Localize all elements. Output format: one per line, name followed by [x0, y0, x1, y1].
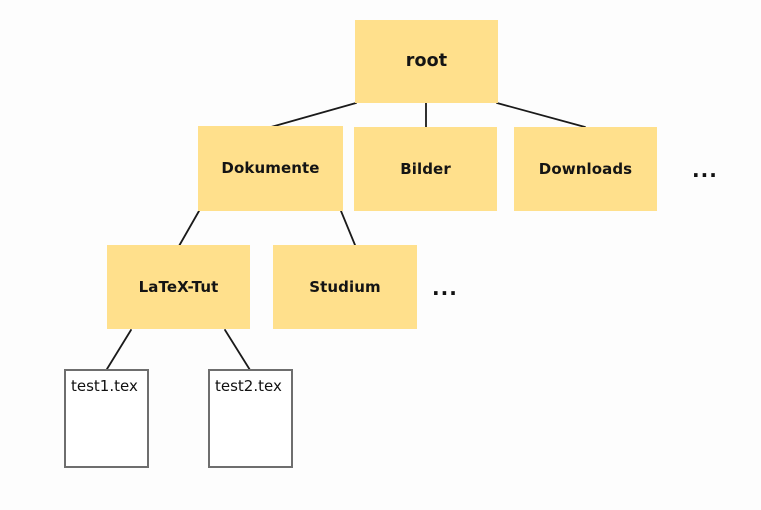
- file-node-test2[interactable]: test2.tex: [208, 369, 293, 468]
- ellipsis-level3: ...: [432, 276, 458, 300]
- node-label-latextut: LaTeX-Tut: [138, 277, 219, 296]
- ellipsis-level2: ...: [692, 158, 718, 182]
- folder-node-root[interactable]: root: [355, 20, 498, 103]
- node-label-test2: test2.tex: [215, 377, 282, 395]
- folder-node-studium[interactable]: Studium: [273, 245, 417, 329]
- node-label-studium: Studium: [309, 277, 381, 296]
- folder-node-dokumente[interactable]: Dokumente: [198, 126, 343, 211]
- tree-edge-dokumente-to-studium: [340, 210, 356, 246]
- tree-edge-dokumente-to-latextut: [178, 210, 200, 247]
- tree-edges: [106, 102, 586, 371]
- node-label-dokumente: Dokumente: [221, 159, 320, 177]
- folder-node-latextut[interactable]: LaTeX-Tut: [107, 245, 250, 329]
- node-label-downloads: Downloads: [538, 159, 633, 178]
- tree-edge-root-to-dokumente: [270, 102, 357, 128]
- node-label-test1: test1.tex: [71, 377, 138, 395]
- node-label-root: root: [405, 50, 448, 71]
- folder-node-downloads[interactable]: Downloads: [514, 127, 657, 211]
- tree-edge-root-to-downloads: [496, 102, 586, 128]
- file-node-test1[interactable]: test1.tex: [64, 369, 149, 468]
- tree-edge-latextut-to-test1: [106, 329, 132, 370]
- tree-edge-latextut-to-test2: [224, 329, 251, 371]
- node-label-bilder: Bilder: [400, 159, 451, 178]
- folder-node-bilder[interactable]: Bilder: [354, 127, 497, 211]
